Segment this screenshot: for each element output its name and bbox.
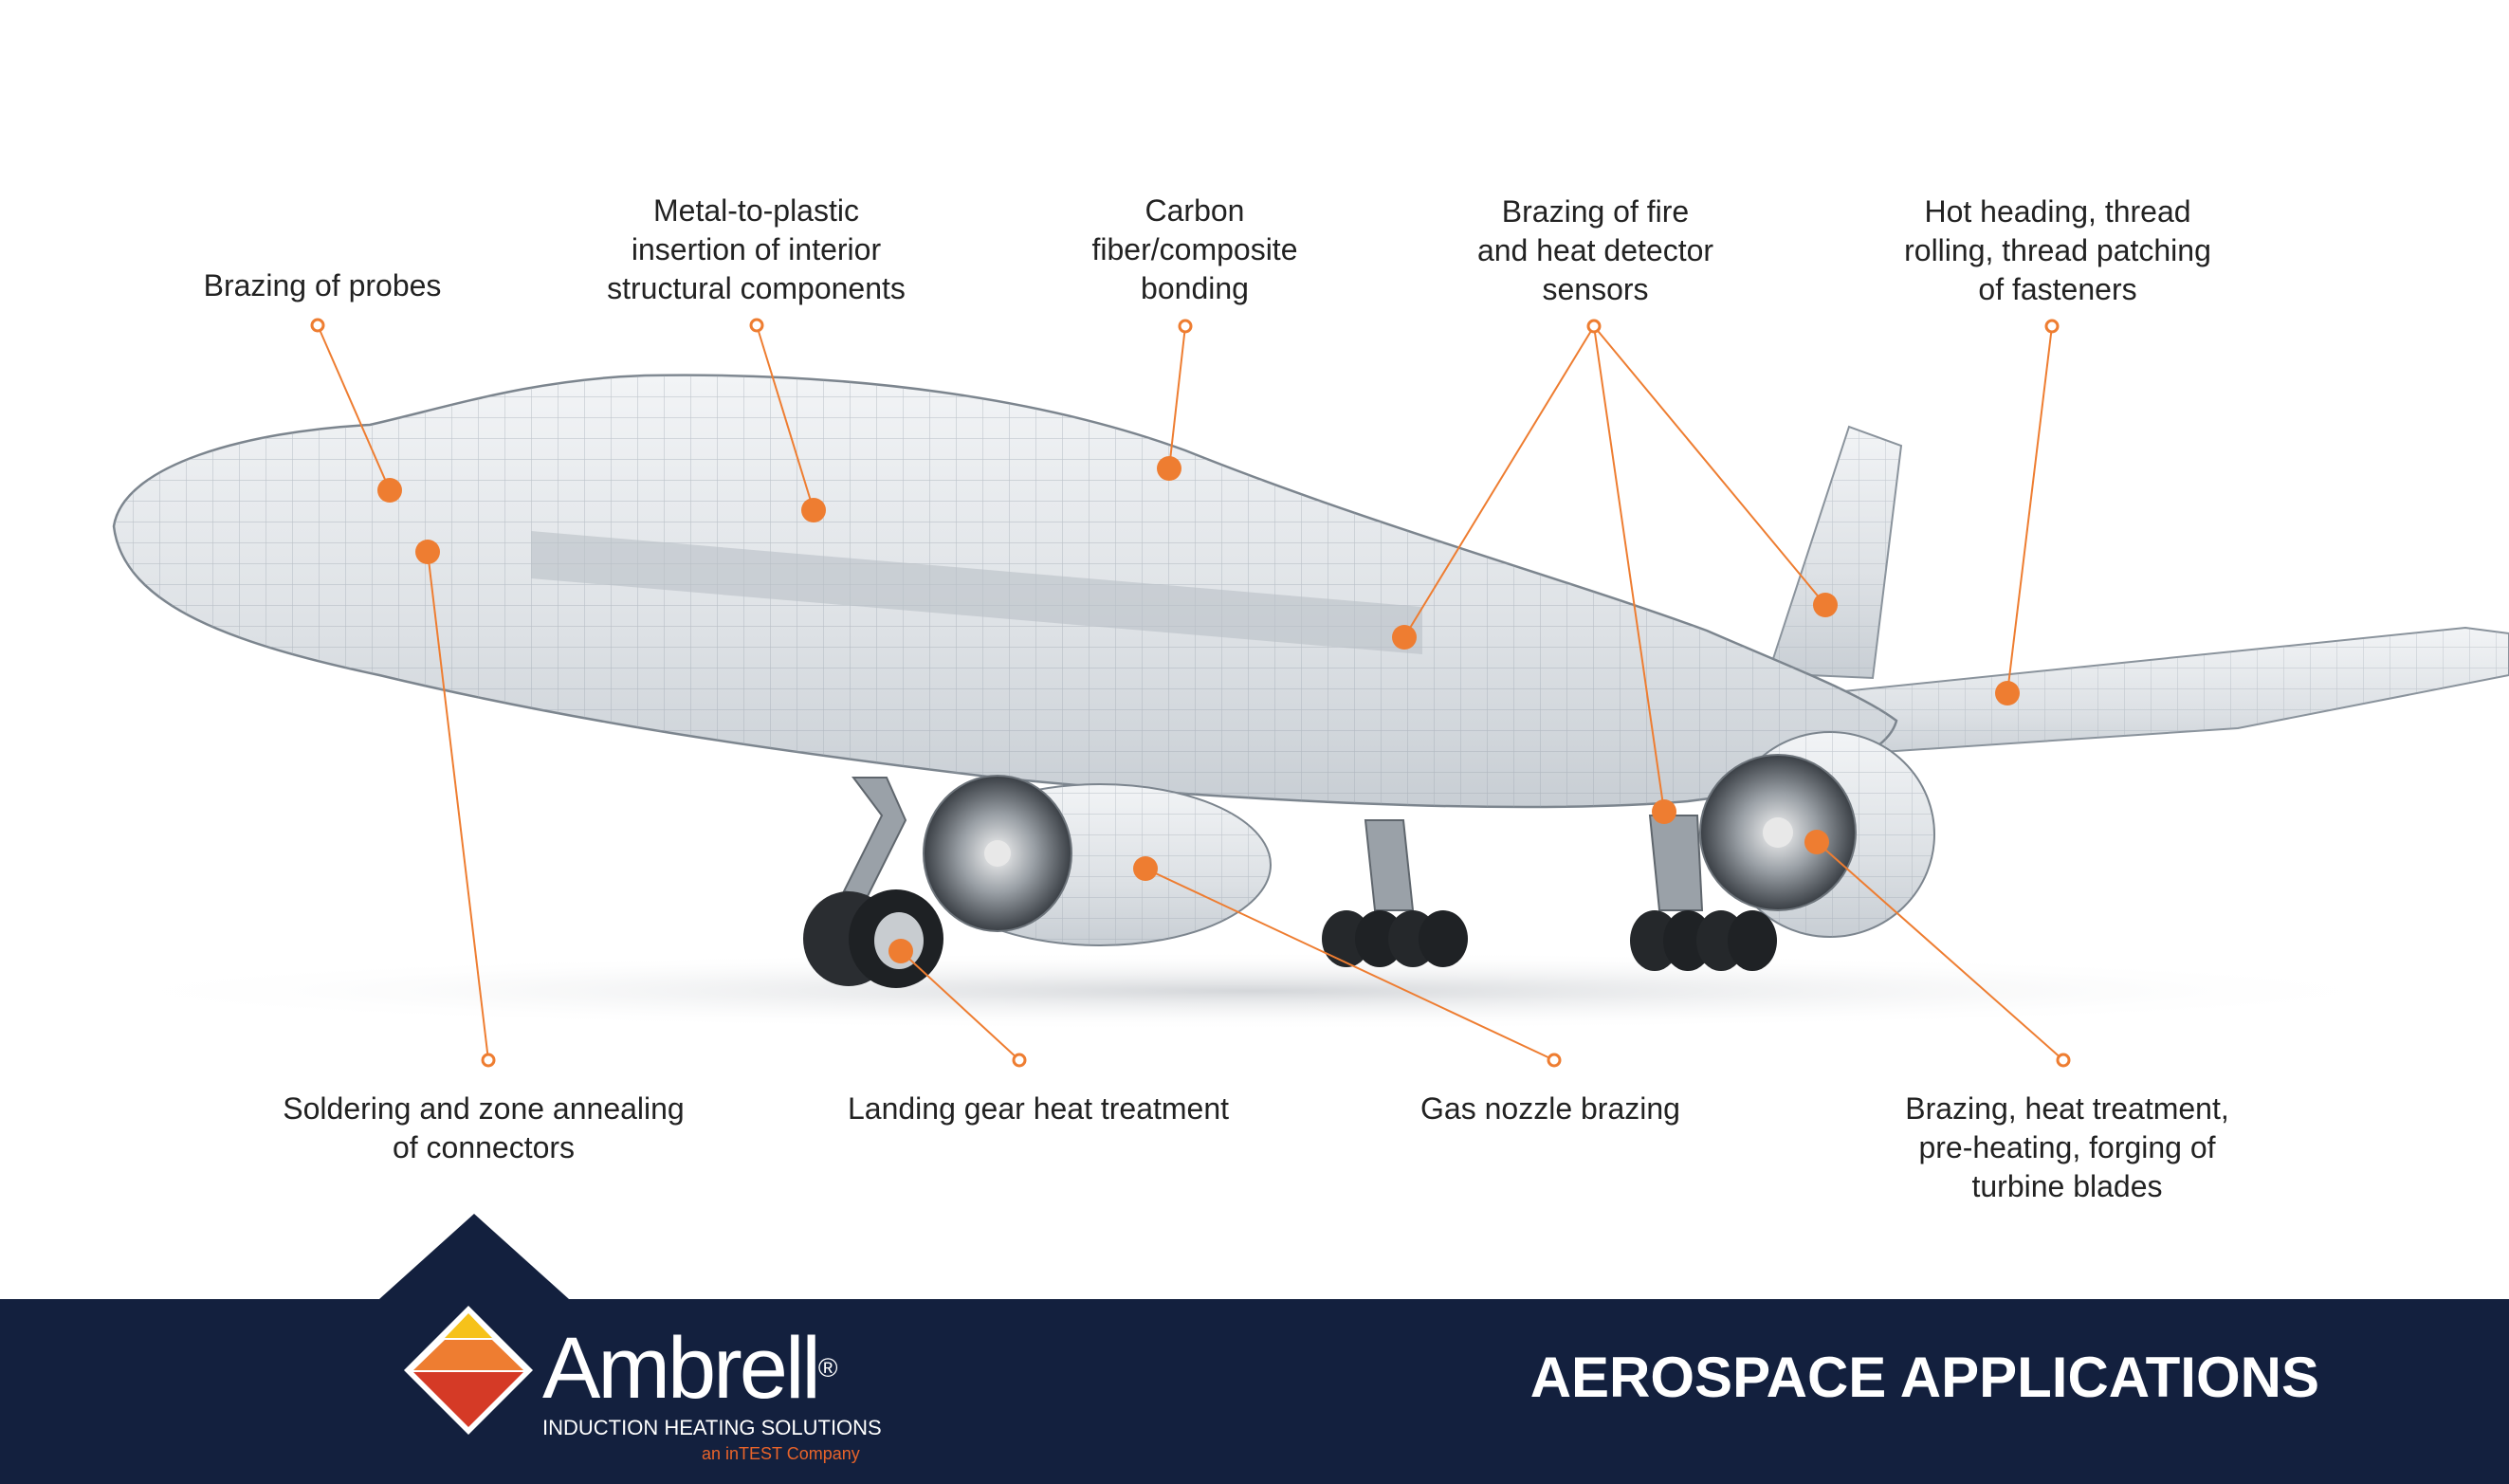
marker-probes (310, 318, 325, 333)
brand-subtitle: INDUCTION HEATING SOLUTIONS (542, 1416, 882, 1439)
leader-line-fire-2 (1593, 325, 1826, 606)
leader-line-fasteners (2006, 325, 2053, 694)
marker-metal-plastic (749, 318, 764, 333)
leader-line-probes (317, 324, 391, 491)
point-gas-nozzle (1133, 856, 1158, 881)
leader-lines (317, 324, 2064, 1061)
leader-line-fire-3 (1593, 325, 1665, 813)
point-turbine (1804, 830, 1829, 854)
page-title: AEROSPACE APPLICATIONS (1529, 1346, 2319, 1409)
point-probes (377, 478, 402, 503)
leader-line-connectors (427, 551, 489, 1061)
leader-line-metal-plastic (756, 324, 815, 511)
center-landing-gear (1322, 819, 1468, 967)
right-engine (1699, 731, 1935, 938)
interior-structure (531, 531, 1422, 654)
ground-shadow (66, 951, 2437, 1031)
brand-name: Ambrell® (542, 1320, 838, 1417)
callout-carbon: Carbon fiber/composite bonding (1091, 193, 1298, 305)
ambrell-logo-icon (404, 1306, 533, 1435)
logo-notch (379, 1214, 569, 1299)
left-engine (923, 775, 1272, 946)
leader-line-fire-1 (1403, 325, 1595, 638)
marker-fire-detector (1586, 319, 1602, 334)
leader-line-carbon (1168, 325, 1186, 469)
callout-fasteners: Hot heading, thread rolling, thread patc… (1904, 194, 2211, 306)
point-metal-plastic (801, 498, 826, 522)
point-landing-gear (888, 939, 913, 963)
registered-mark: ® (817, 1353, 838, 1383)
callout-connectors: Soldering and zone annealing of connecto… (283, 1091, 685, 1164)
point-fire-1 (1392, 625, 1417, 650)
leader-line-gas-nozzle (1145, 868, 1555, 1061)
rear-landing-gear (1630, 815, 1777, 971)
callout-probes: Brazing of probes (203, 268, 442, 302)
callout-turbine: Brazing, heat treatment, pre-heating, fo… (1905, 1091, 2229, 1203)
leader-line-turbine (1816, 841, 2064, 1061)
marker-fasteners (2044, 319, 2060, 334)
footer-banner (0, 1299, 2509, 1484)
leader-line-landing-gear (900, 950, 1020, 1061)
callout-landing-gear: Landing gear heat treatment (847, 1091, 1230, 1126)
callout-fire-detector: Brazing of fire and heat detector sensor… (1476, 194, 1714, 306)
front-landing-gear (803, 777, 943, 988)
point-carbon (1157, 456, 1181, 481)
marker-connectors (481, 1053, 496, 1068)
point-connectors (415, 540, 440, 564)
application-points (377, 456, 2020, 963)
tail-mesh (1768, 427, 1901, 678)
marker-landing-gear (1012, 1053, 1027, 1068)
marker-gas-nozzle (1547, 1053, 1562, 1068)
callout-gas-nozzle: Gas nozzle brazing (1420, 1091, 1680, 1126)
point-fire-2 (1813, 593, 1838, 617)
callout-metal-plastic: Metal-to-plastic insertion of interior s… (607, 193, 906, 305)
point-fasteners (1995, 681, 2020, 705)
marker-carbon (1178, 319, 1193, 334)
marker-turbine (2056, 1053, 2071, 1068)
label-markers (310, 318, 2071, 1068)
brand-tagline: an inTEST Company (702, 1444, 860, 1463)
point-fire-3 (1652, 799, 1676, 824)
